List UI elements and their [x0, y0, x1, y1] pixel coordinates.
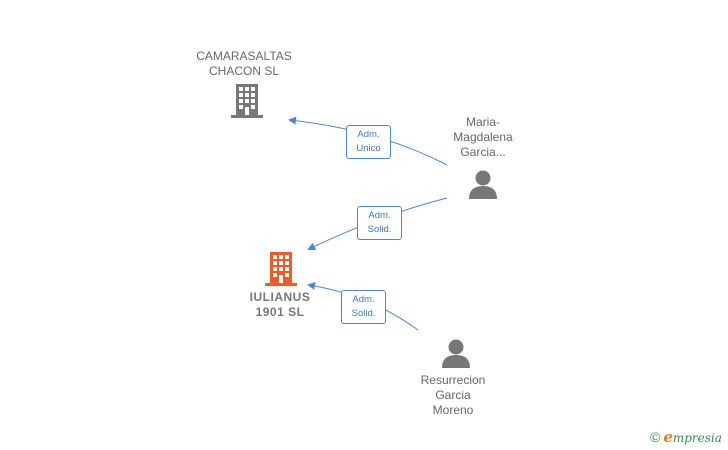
node-label-line: CHACON SL: [208, 64, 279, 78]
node-label-line: Garcia: [435, 388, 471, 402]
edge-label-adm-solid[interactable]: Adm. Solid.: [357, 206, 402, 240]
node-label-line: IULIANUS: [249, 290, 311, 304]
person-icon[interactable]: [469, 170, 497, 200]
node-label-resurrecion[interactable]: Resurrecion Garcia Moreno: [393, 373, 513, 418]
brand-logo-initial: e: [663, 428, 673, 446]
node-label-iulianus[interactable]: IULIANUS 1901 SL: [220, 290, 340, 320]
copyright-icon: ©: [650, 429, 661, 445]
building-icon[interactable]: [265, 252, 297, 286]
brand-logo-text: mpresia: [672, 431, 722, 445]
node-label-maria[interactable]: Maria- Magdalena Garcia...: [423, 115, 543, 160]
node-label-line: Garcia...: [460, 145, 506, 159]
edge-label-line: Solid.: [367, 224, 392, 235]
node-label-line: CAMARASALTAS: [196, 49, 292, 63]
edge-label-line: Unico: [356, 143, 381, 154]
building-icon[interactable]: [231, 84, 263, 118]
edge-label-line: Adm.: [352, 294, 375, 305]
node-label-line: Moreno: [432, 403, 474, 417]
brand-footer[interactable]: ©empresia: [650, 428, 722, 448]
edge-label-line: Solid.: [351, 308, 376, 319]
person-icon[interactable]: [442, 339, 470, 369]
node-label-line: 1901 SL: [255, 305, 305, 319]
node-label-line: Maria-: [465, 115, 500, 129]
node-label-camarasaltas[interactable]: CAMARASALTAS CHACON SL: [184, 49, 304, 79]
edge-label-line: Adm.: [368, 210, 391, 221]
node-label-line: Magdalena: [453, 130, 513, 144]
edge-label-line: Adm.: [357, 129, 380, 140]
edge-label-adm-unico[interactable]: Adm. Unico: [346, 125, 391, 159]
node-label-line: Resurrecion: [420, 373, 486, 387]
edge-label-adm-solid[interactable]: Adm. Solid.: [341, 290, 386, 324]
